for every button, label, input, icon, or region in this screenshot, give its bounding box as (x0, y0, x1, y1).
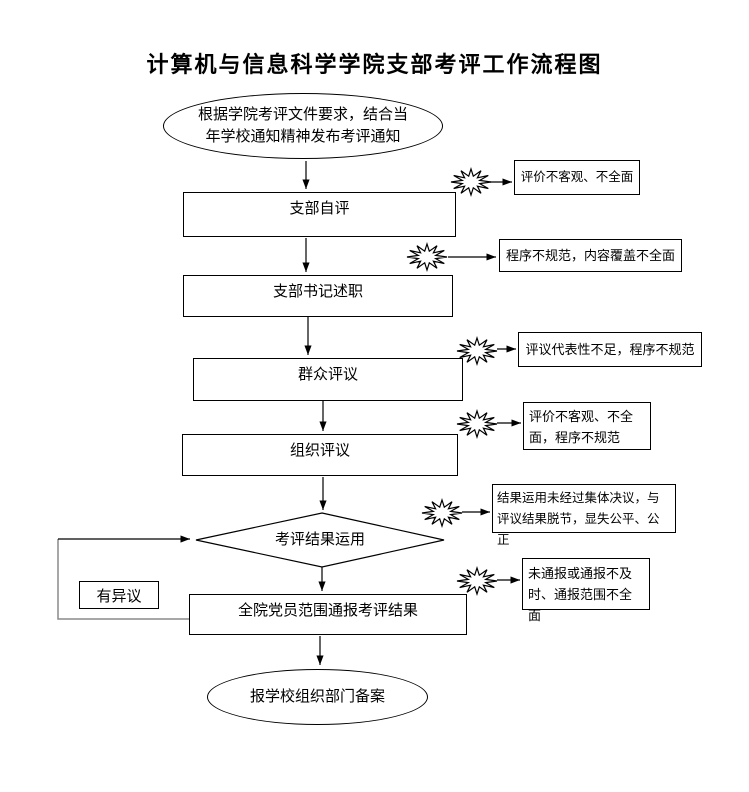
page-title: 计算机与信息科学学院支部考评工作流程图 (146, 52, 603, 77)
process-step-announce-results: 全院党员范围通报考评结果 (189, 594, 467, 635)
burst-icon (406, 243, 448, 271)
process-step-label: 群众评议 (297, 366, 358, 383)
objection-label: 有异议 (96, 587, 142, 605)
process-step-secretary-report: 支部书记述职 (183, 275, 453, 317)
risk-callout-4: 评价不客观、不全面，程序不规范 (523, 402, 651, 450)
decision-diamond-shape (195, 512, 445, 568)
process-step-label: 支部书记述职 (272, 283, 363, 300)
end-terminator-label: 报学校组织部门备案 (249, 688, 385, 705)
burst-icon (456, 410, 498, 438)
start-terminator-label: 根据学院考评文件要求，结合当年学校通知精神发布考评通知 (197, 106, 408, 145)
risk-callout-1: 评价不客观、不全面 (514, 160, 640, 195)
process-step-org-appraisal: 组织评议 (182, 434, 458, 476)
burst-icon (450, 168, 492, 196)
process-step-label: 全院党员范围通报考评结果 (237, 602, 418, 619)
risk-callout-6: 未通报或通报不及时、通报范围不全面 (522, 558, 650, 623)
risk-callout-5: 结果运用未经过集体决议，与评议结果脱节，显失公平、公正 (492, 484, 676, 547)
decision-label: 考评结果运用 (274, 531, 365, 548)
process-step-label: 组织评议 (289, 442, 350, 459)
objection-loop-line (57, 539, 189, 620)
burst-icon (456, 567, 498, 595)
start-terminator: 根据学院考评文件要求，结合当年学校通知精神发布考评通知 (163, 93, 443, 159)
process-step-mass-appraisal: 群众评议 (193, 358, 463, 401)
process-step-self-review: 支部自评 (183, 192, 456, 237)
end-terminator: 报学校组织部门备案 (207, 669, 428, 725)
burst-icon (421, 499, 463, 527)
risk-callout-2: 程序不规范，内容覆盖不全面 (499, 239, 682, 272)
risk-callout-3: 评议代表性不足，程序不规范 (518, 332, 702, 367)
objection-box: 有异议 (79, 581, 159, 609)
burst-icon (456, 337, 498, 365)
process-step-label: 支部自评 (289, 200, 350, 217)
